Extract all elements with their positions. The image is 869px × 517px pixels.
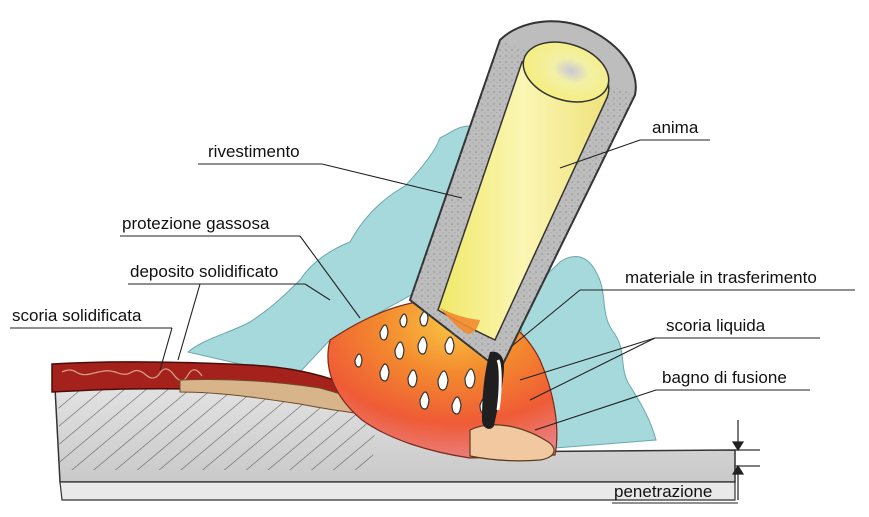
label-protezione-gassosa: protezione gassosa (122, 214, 269, 234)
label-penetrazione: penetrazione (614, 482, 712, 502)
label-materiale-in-trasferimento: materiale in trasferimento (625, 268, 817, 288)
label-bagno-di-fusione: bagno di fusione (662, 368, 787, 388)
label-deposito-solidificato: deposito solidificato (130, 262, 278, 282)
label-rivestimento: rivestimento (208, 142, 300, 162)
label-scoria-solidificata: scoria solidificata (12, 306, 141, 326)
label-scoria-liquida: scoria liquida (666, 316, 765, 336)
label-anima: anima (652, 118, 698, 138)
